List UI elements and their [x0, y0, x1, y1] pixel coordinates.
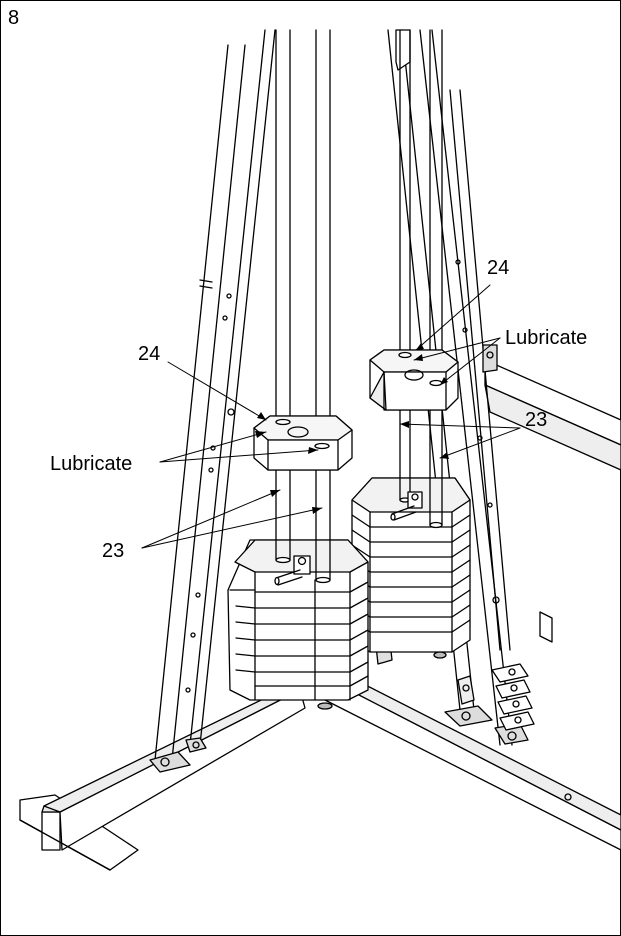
leader-left-24 — [167, 361, 267, 421]
left-base-tube — [19, 681, 306, 871]
base-bolt-hole — [564, 793, 572, 801]
leader-right-lubricate-b — [439, 337, 501, 386]
callout-right-lubricate: Lubricate — [505, 327, 588, 349]
leader-lines — [141, 284, 521, 549]
right-selector-pin — [390, 491, 423, 521]
leader-arrowheads — [255, 343, 449, 514]
callout-left-rod-part: 23 — [102, 540, 125, 562]
leader-right-23b — [439, 427, 521, 459]
leader-left-lubricate — [159, 431, 267, 463]
callout-right-plate-part: 24 — [487, 257, 510, 279]
leader-left-23b — [141, 507, 323, 549]
left-upright — [149, 29, 276, 773]
left-selector-pin — [274, 555, 311, 586]
weight-horn-tabs — [491, 663, 535, 731]
left-top-plate — [253, 415, 353, 471]
callout-left-plate-part: 24 — [138, 343, 161, 365]
leader-right-24 — [415, 284, 491, 351]
right-guide-rods — [399, 29, 443, 529]
leader-right-lubricate-a — [413, 337, 501, 361]
left-guide-rods — [275, 29, 331, 584]
right-top-plate — [369, 349, 459, 411]
right-weight-stack — [351, 29, 471, 659]
callout-left-lubricate: Lubricate — [50, 453, 133, 475]
leader-left-23a — [141, 489, 281, 549]
callout-right-rod-part: 23 — [525, 409, 548, 431]
step-number: 8 — [8, 7, 20, 29]
left-weight-stack — [227, 29, 369, 710]
leader-right-23a — [399, 423, 521, 429]
leader-left-lubricate-2 — [159, 449, 319, 463]
